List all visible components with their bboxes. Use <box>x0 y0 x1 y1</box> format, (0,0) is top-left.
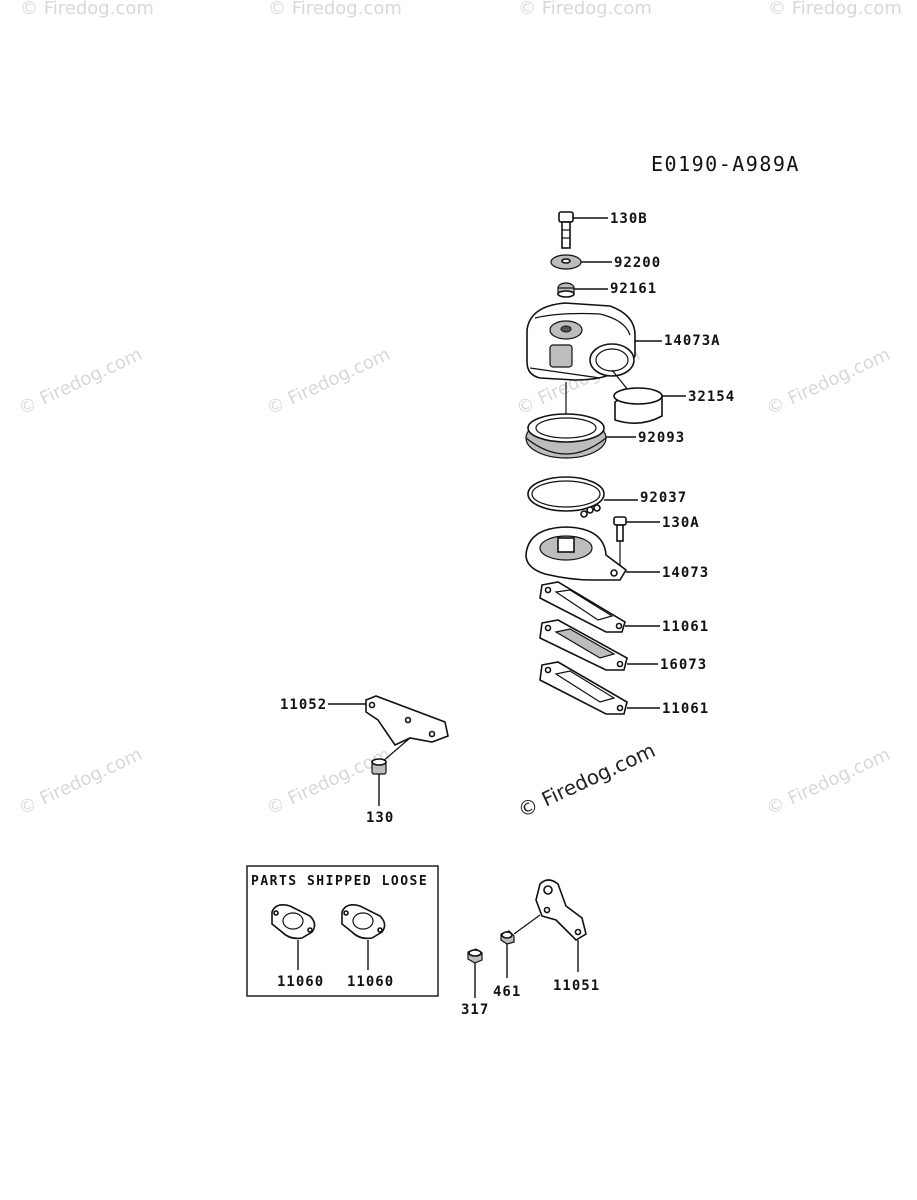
part-92161-collar <box>557 282 608 298</box>
part-11061-gasket <box>539 581 660 633</box>
part-11060-gasket <box>341 904 386 970</box>
part-14073-base <box>525 526 660 581</box>
part-317-nut <box>467 948 483 998</box>
label-461: 461 <box>493 984 521 1000</box>
label-11060-b: 11060 <box>347 974 394 990</box>
watermark: © Firedog.com <box>268 0 402 19</box>
label-92200: 92200 <box>614 255 661 271</box>
label-16073: 16073 <box>660 657 707 673</box>
watermark: © Firedog.com <box>518 0 652 19</box>
label-11061-b: 11061 <box>662 701 709 717</box>
part-11052-bracket <box>328 695 449 763</box>
label-32154: 32154 <box>688 389 735 405</box>
part-11061-gasket <box>539 661 660 715</box>
parts-shipped-loose-box: PARTS SHIPPED LOOSE 11060 11060 <box>246 865 439 997</box>
label-11052: 11052 <box>280 697 327 713</box>
part-14073A-cover <box>526 302 662 381</box>
label-92161: 92161 <box>610 281 657 297</box>
label-14073A: 14073A <box>664 333 721 349</box>
watermark: © Firedog.com <box>15 344 145 420</box>
label-14073: 14073 <box>662 565 709 581</box>
watermark: © Firedog.com <box>263 744 393 820</box>
diagram-code: E0190-A989A <box>651 152 800 176</box>
label-11051: 11051 <box>553 978 600 994</box>
watermark: © Firedog.com <box>763 744 893 820</box>
watermark: © Firedog.com <box>763 344 893 420</box>
box-title: PARTS SHIPPED LOOSE <box>251 874 428 889</box>
label-92037: 92037 <box>640 490 687 506</box>
watermark: © Firedog.com <box>15 744 145 820</box>
part-130A-bolt <box>613 516 660 568</box>
label-130A: 130A <box>662 515 700 531</box>
part-16073-spacer <box>539 619 658 671</box>
watermark: © Firedog.com <box>20 0 154 19</box>
part-130B-bolt <box>558 211 608 249</box>
part-130-bolt <box>371 758 387 806</box>
label-317: 317 <box>461 1002 489 1018</box>
part-92093-filter <box>525 413 636 459</box>
part-461-washer <box>500 914 541 978</box>
part-11060-gasket <box>271 904 316 970</box>
part-92200-washer <box>550 254 612 270</box>
part-11051-plate <box>535 879 587 972</box>
watermark: © Firedog.com <box>768 0 902 19</box>
label-11061-a: 11061 <box>662 619 709 635</box>
part-92037-band <box>527 476 638 518</box>
watermarks: © Firedog.com © Firedog.com © Firedog.co… <box>15 0 902 823</box>
part-32154-tube <box>611 369 686 424</box>
label-11060-a: 11060 <box>277 974 324 990</box>
watermark: © Firedog.com <box>263 344 393 420</box>
label-130B: 130B <box>610 211 648 227</box>
label-130: 130 <box>366 810 394 826</box>
watermark-center: © Firedog.com <box>514 738 659 823</box>
label-92093: 92093 <box>638 430 685 446</box>
